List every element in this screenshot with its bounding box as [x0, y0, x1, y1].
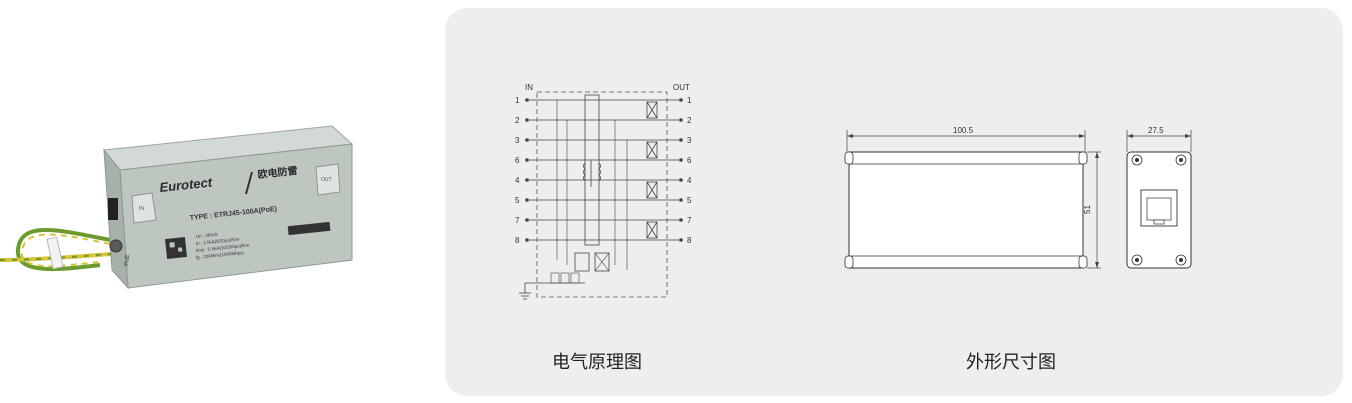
schematic-pin-dot	[525, 138, 529, 142]
schematic-pin-right-label: 8	[687, 236, 692, 245]
schematic-pin-dot	[525, 178, 529, 182]
schematic-pin-right-label: 5	[687, 196, 692, 205]
schematic-pin-dot	[525, 158, 529, 162]
dim-width: 27.5	[1148, 126, 1164, 135]
schematic-pin-dot	[679, 158, 683, 162]
dim-height: 51	[1083, 205, 1092, 214]
spec-line: In : 2.5kA(8/20μs)/line	[196, 236, 241, 246]
spec-line: Un : 48Vdc	[196, 232, 219, 239]
dim-length: 100.5	[953, 126, 974, 135]
schematic-pin-left-label: 4	[515, 176, 520, 185]
schematic-pin-left-label: 8	[515, 236, 520, 245]
schematic-pin-dot	[525, 218, 529, 222]
tvs-suppressor-mark	[646, 141, 658, 159]
schematic-in-label: IN	[525, 83, 533, 92]
electrical-schematic: IN OUT 1 1 2 2 3 3 6 6 4 4 5 5 7 7 8 8	[515, 83, 692, 300]
tvs-suppressor-mark	[646, 221, 658, 239]
spec-line: fg : 200MHz(1000Mbps)	[196, 250, 245, 260]
schematic-pin-right-label: 4	[687, 176, 692, 185]
schematic-pin-right-label: 3	[687, 136, 692, 145]
rj45-port-in	[108, 198, 118, 220]
schematic-pin-dot	[525, 118, 529, 122]
side-view	[848, 151, 1084, 269]
schematic-pin-dot	[525, 238, 529, 242]
brand-cn: 欧电防雷	[257, 164, 298, 181]
schematic-pin-dot	[679, 138, 683, 142]
schematic-out-label: OUT	[673, 83, 690, 92]
schematic-pin-right-label: 1	[687, 96, 692, 105]
dimension-drawing: 100.5 51 27.5	[844, 126, 1192, 269]
schematic-pin-left-label: 6	[515, 156, 520, 165]
schematic-pin-left-label: 5	[515, 196, 520, 205]
schematic-caption: 电气原理图	[552, 352, 642, 373]
ground-cable	[16, 228, 111, 272]
schematic-pin-dot	[679, 118, 683, 122]
schematic-pin-left-label: 2	[515, 116, 520, 125]
schematic-pin-left-label: 7	[515, 216, 520, 225]
schematic-pin-dot	[525, 198, 529, 202]
cert-marks	[287, 221, 331, 236]
tvs-suppressor	[646, 141, 658, 159]
schematic-pin-right-label: 2	[687, 116, 692, 125]
schematic-pin-dot	[525, 98, 529, 102]
product-photo: IN OUT Eurotect 欧电防雷 TYPE : ETRJ45-100A(…	[0, 125, 354, 290]
tvs-suppressor-mark	[646, 101, 658, 119]
brand-logo: Eurotect	[159, 174, 214, 194]
schematic-pin-dot	[679, 218, 683, 222]
qr-code	[165, 237, 187, 259]
schematic-pin-right-label: 6	[687, 156, 692, 165]
spec-line: Iimp : 0.5kA(10/350μs)/line	[196, 242, 250, 253]
schematic-pin-left-label: 1	[515, 96, 520, 105]
schematic-pin-dot	[679, 178, 683, 182]
schematic-pin-left-label: 3	[515, 136, 520, 145]
dimension-caption: 外形尺寸图	[966, 352, 1056, 373]
tvs-suppressor	[646, 181, 658, 199]
tvs-suppressor	[646, 101, 658, 119]
port-in-label: IN	[139, 206, 144, 212]
schematic-pin-dot	[679, 198, 683, 202]
tvs-suppressor	[646, 221, 658, 239]
schematic-pin-dot	[679, 238, 683, 242]
tvs-suppressor-mark	[646, 181, 658, 199]
port-out-label: OUT	[321, 177, 332, 183]
schematic-pin-right-label: 7	[687, 216, 692, 225]
schematic-pin-dot	[679, 98, 683, 102]
side-label: PoE	[124, 254, 131, 266]
ground-terminal	[109, 239, 123, 253]
